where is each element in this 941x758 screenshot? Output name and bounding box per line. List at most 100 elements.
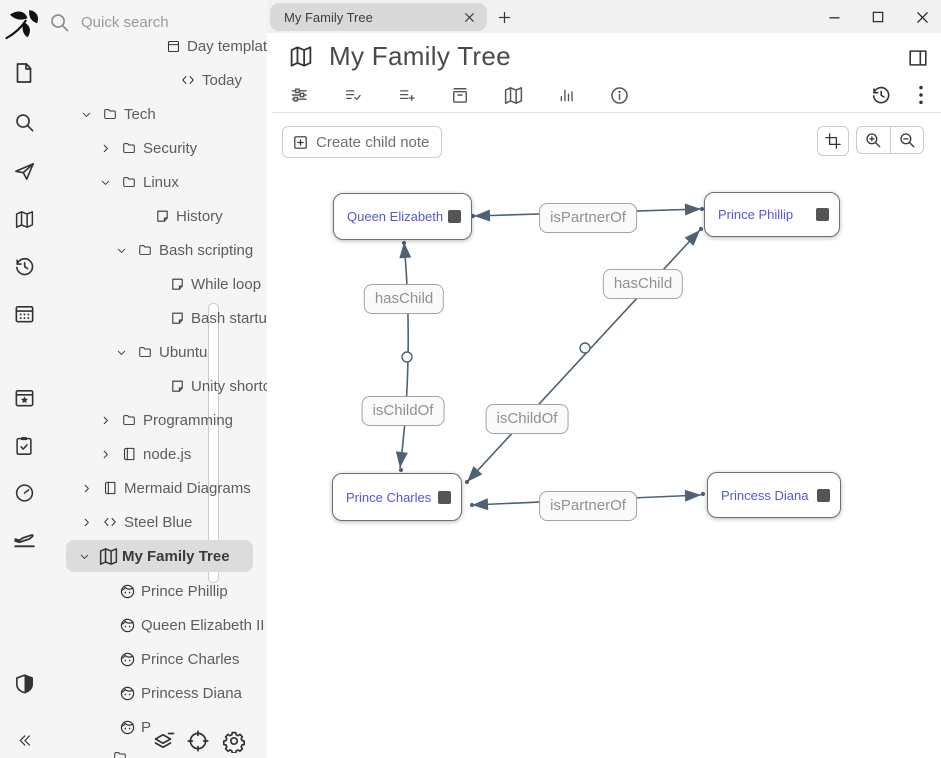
tree-item-node-js[interactable]: node.js bbox=[48, 437, 267, 471]
ribbon-tab-info[interactable] bbox=[604, 80, 634, 110]
tree-item-prince-charles[interactable]: Prince Charles bbox=[48, 642, 267, 676]
tree-item-my-family-tree[interactable]: My Family Tree bbox=[48, 539, 267, 573]
clock-history-button[interactable] bbox=[861, 84, 901, 106]
tab-my-family-tree[interactable]: My Family Tree bbox=[270, 3, 487, 31]
tree-item-today[interactable]: Today bbox=[48, 63, 267, 97]
map-node-title[interactable]: Prince Charles bbox=[346, 489, 432, 505]
tree-item-programming[interactable]: Programming bbox=[48, 403, 267, 437]
tree-item-linux[interactable]: Linux bbox=[48, 165, 267, 199]
chevron-right-icon[interactable] bbox=[79, 481, 93, 495]
map-node-princess-diana[interactable]: Princess Diana bbox=[707, 472, 841, 518]
tree-item-princess-diana[interactable]: Princess Diana bbox=[48, 676, 267, 710]
tree-item-day-template[interactable]: Day template bbox=[48, 29, 267, 63]
tree-footer-target-button[interactable] bbox=[186, 729, 210, 753]
launcher-calendar-star[interactable] bbox=[0, 379, 48, 415]
folder-icon bbox=[135, 240, 155, 260]
map-node-prince-charles[interactable]: Prince Charles bbox=[332, 473, 462, 521]
edge-label-haschild[interactable]: hasChild bbox=[602, 269, 684, 299]
launcher-calendar[interactable] bbox=[0, 295, 48, 331]
tree-item-prince-phillip[interactable]: Prince Phillip bbox=[48, 574, 267, 608]
send-icon bbox=[12, 160, 37, 183]
tree-item-mermaid-diagrams[interactable]: Mermaid Diagrams bbox=[48, 471, 267, 505]
tree-footer-layers-minus-button[interactable] bbox=[152, 728, 176, 752]
launcher-new-note[interactable] bbox=[0, 55, 48, 91]
tab-close-button[interactable] bbox=[457, 5, 481, 29]
maximize-button[interactable] bbox=[865, 4, 891, 30]
split-pane-button[interactable] bbox=[905, 46, 931, 70]
chevron-down-icon[interactable] bbox=[79, 107, 93, 121]
chevron-down-icon[interactable] bbox=[114, 345, 128, 359]
chevron-right-icon[interactable] bbox=[98, 413, 112, 427]
reset-pan-zoom-button[interactable] bbox=[817, 126, 849, 156]
tree-item-bash-scripting[interactable]: Bash scripting bbox=[48, 233, 267, 267]
launcher-gauge[interactable] bbox=[0, 475, 48, 511]
ribbon-tab-map[interactable] bbox=[498, 80, 528, 110]
chevron-right-icon[interactable] bbox=[98, 141, 112, 155]
chevron-down-icon[interactable] bbox=[114, 243, 128, 257]
tree-item-clipped[interactable] bbox=[48, 740, 267, 758]
edge-midpoint-handle[interactable] bbox=[579, 342, 591, 354]
launcher-search[interactable] bbox=[0, 104, 48, 140]
tree-item-while-loop[interactable]: While loop bbox=[48, 267, 267, 301]
map-node-title[interactable]: Prince Phillip bbox=[718, 207, 794, 222]
tree-item-tech[interactable]: Tech bbox=[48, 97, 267, 131]
map-node-title[interactable]: Queen Elizabeth II bbox=[347, 209, 445, 224]
edge-midpoint-handle[interactable] bbox=[401, 351, 413, 363]
close-button[interactable] bbox=[909, 4, 935, 30]
ribbon-tab-list-check[interactable] bbox=[338, 80, 368, 110]
edge-label-ispartnerof[interactable]: isPartnerOf bbox=[539, 491, 637, 521]
zoom-out-button[interactable] bbox=[889, 126, 924, 154]
node-connector-handle[interactable] bbox=[817, 488, 830, 502]
note-icon bbox=[170, 311, 185, 326]
launcher-map[interactable] bbox=[0, 201, 48, 237]
kebab-button[interactable] bbox=[901, 84, 941, 106]
tree-item-p[interactable]: P bbox=[48, 710, 267, 744]
minimize-button[interactable] bbox=[821, 4, 847, 30]
launcher-chevrons-left[interactable] bbox=[0, 722, 48, 758]
new-tab-button[interactable] bbox=[493, 6, 515, 28]
map-node-title[interactable]: Princess Diana bbox=[721, 487, 809, 503]
note-icon bbox=[155, 209, 170, 224]
zoom-in-button[interactable] bbox=[856, 126, 890, 154]
launcher-send[interactable] bbox=[0, 153, 48, 189]
map-icon bbox=[287, 44, 315, 69]
launcher-trilium-logo[interactable] bbox=[0, 7, 48, 43]
chevron-down-icon[interactable] bbox=[98, 175, 112, 189]
tree-item-label: Queen Elizabeth II bbox=[141, 616, 265, 634]
tree-item-bash-startup[interactable]: Bash startup bbox=[48, 301, 267, 335]
ribbon-tab-archive[interactable] bbox=[445, 80, 475, 110]
chevron-right-icon[interactable] bbox=[98, 447, 112, 461]
tree-footer-gear-button[interactable] bbox=[222, 729, 246, 753]
launcher-history[interactable] bbox=[0, 248, 48, 284]
map-node-queen-elizabeth-ii[interactable]: Queen Elizabeth II bbox=[333, 193, 472, 240]
tree-item-unity-shortcuts[interactable]: Unity shortcuts bbox=[48, 369, 267, 403]
ribbon-tab-list-plus[interactable] bbox=[392, 80, 422, 110]
edge-label-ischildof[interactable]: isChildOf bbox=[361, 396, 445, 426]
launcher-shield-half[interactable] bbox=[0, 666, 48, 702]
window-icon bbox=[163, 36, 183, 56]
tree-scrollbar-thumb[interactable] bbox=[208, 303, 219, 583]
edge-label-ispartnerof[interactable]: isPartnerOf bbox=[539, 203, 637, 233]
tree-item-ubuntu[interactable]: Ubuntu bbox=[48, 335, 267, 369]
chevron-right-icon[interactable] bbox=[79, 515, 93, 529]
node-connector-handle[interactable] bbox=[448, 210, 461, 223]
tree-item-steel-blue[interactable]: Steel Blue bbox=[48, 505, 267, 539]
node-connector-handle[interactable] bbox=[438, 490, 451, 504]
ribbon-tab-sliders[interactable] bbox=[284, 80, 314, 110]
node-connector-handle[interactable] bbox=[816, 208, 829, 221]
tree-item-security[interactable]: Security bbox=[48, 131, 267, 165]
launcher-clipboard-check[interactable] bbox=[0, 427, 48, 463]
map-node-prince-phillip[interactable]: Prince Phillip bbox=[704, 192, 840, 237]
chevron-down-icon[interactable] bbox=[77, 549, 91, 563]
edge-label-ischildof[interactable]: isChildOf bbox=[485, 404, 569, 434]
ribbon-tab-bar-chart[interactable] bbox=[551, 80, 581, 110]
note-plus-icon bbox=[292, 134, 309, 151]
edge-label-haschild[interactable]: hasChild bbox=[363, 284, 445, 314]
create-child-note-button[interactable]: Create child note bbox=[282, 126, 443, 158]
tree-item-history[interactable]: History bbox=[48, 199, 267, 233]
tree-item-queen-elizabeth-ii[interactable]: Queen Elizabeth II bbox=[48, 608, 267, 642]
launcher-plane-takeoff[interactable] bbox=[0, 520, 48, 556]
quick-search-input[interactable]: Quick search bbox=[48, 8, 258, 36]
note-title[interactable]: My Family Tree bbox=[329, 40, 511, 71]
